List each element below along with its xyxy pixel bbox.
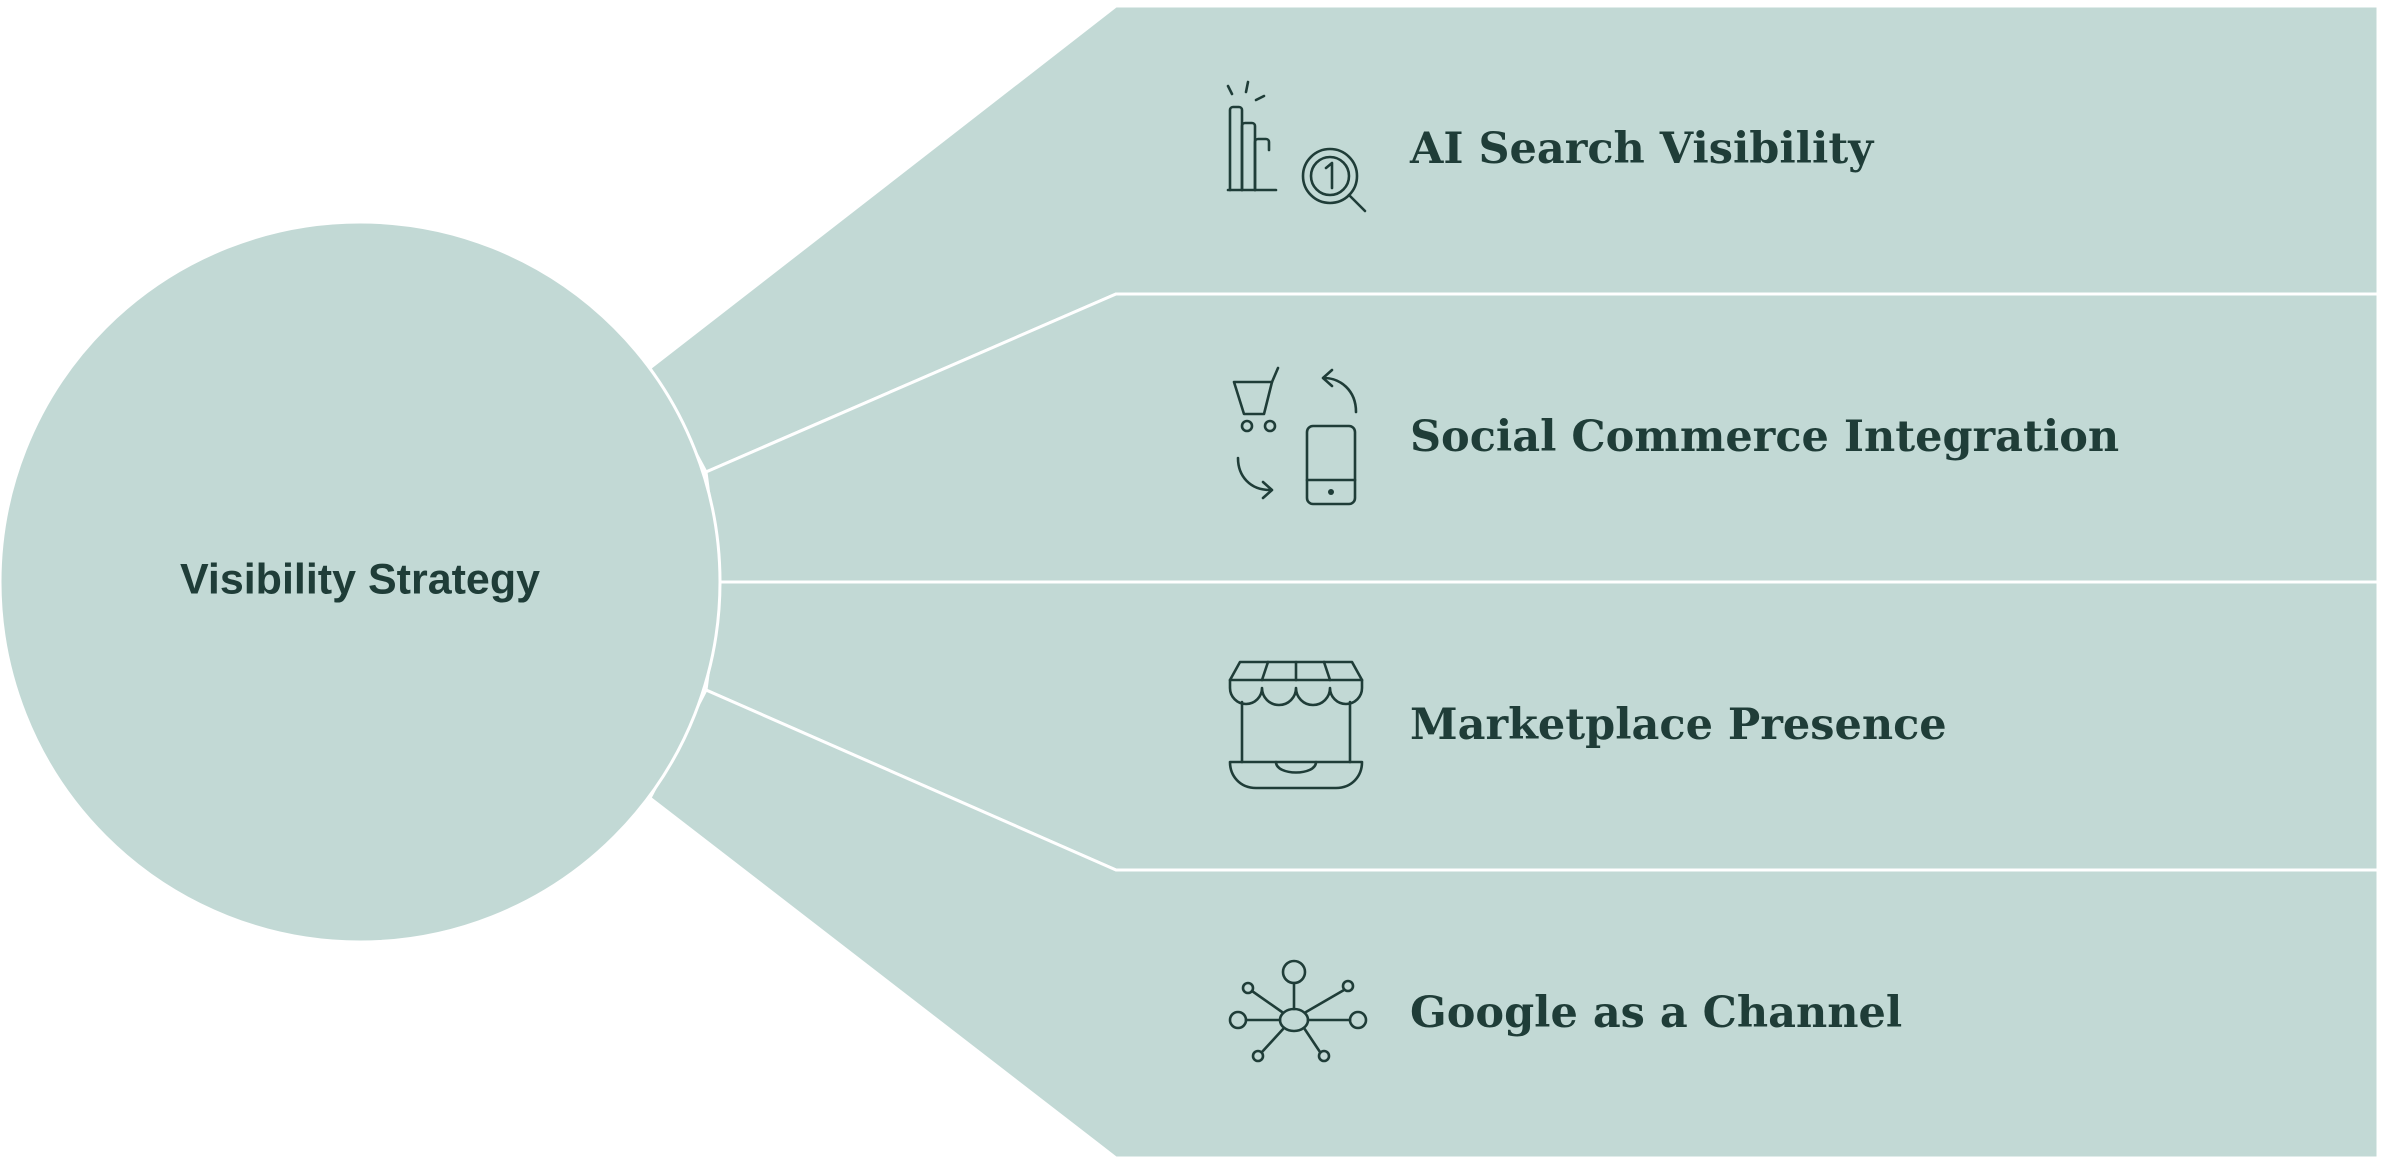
cart-phone-sync-icon (1232, 366, 1358, 506)
hub-circle (0, 220, 722, 944)
branch-label-google: Google as a Channel (1410, 988, 1902, 1038)
hub-label: Visibility Strategy (180, 555, 540, 603)
branch-panel-google (648, 688, 2380, 1160)
network-hub-icon (1228, 959, 1368, 1063)
ranking-chart-search-icon (1226, 80, 1367, 213)
branch-label-ai-search: AI Search Visibility (1409, 124, 1875, 174)
branch-label-social-commerce: Social Commerce Integration (1410, 412, 2119, 462)
storefront-icon (1228, 660, 1364, 790)
branch-label-marketplace: Marketplace Presence (1410, 700, 1947, 750)
